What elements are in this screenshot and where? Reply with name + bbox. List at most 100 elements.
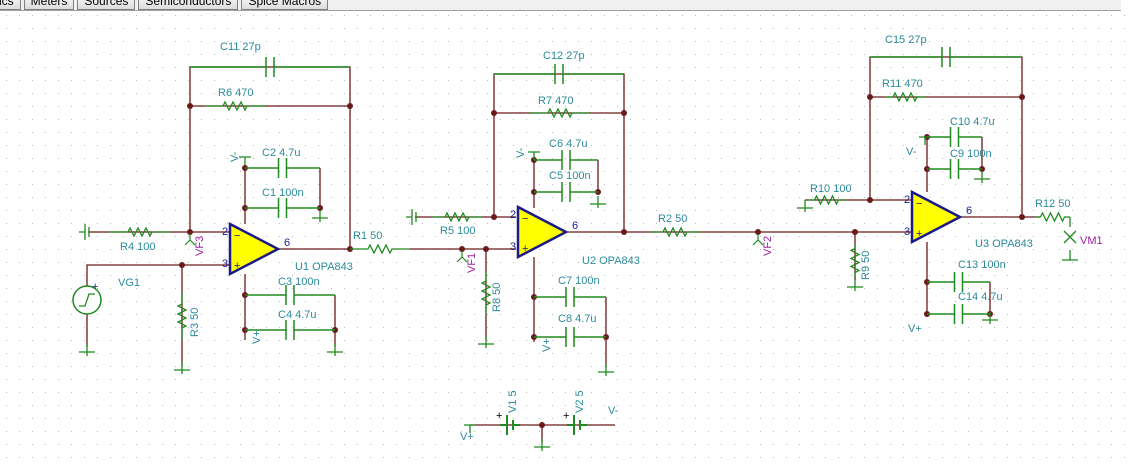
capacitor-c11[interactable] [190,57,350,77]
capacitor-symbol [190,57,350,77]
resistor-r8[interactable] [480,272,492,314]
component-label: R6 470 [218,87,253,99]
resistor-r1[interactable] [350,243,410,255]
capacitor-symbol [245,158,320,178]
capacitor-c8[interactable] [534,327,606,347]
pin-number: 2 [904,194,910,206]
tab-semiconductors[interactable]: Semiconductors [138,0,239,10]
tab-meters[interactable]: Meters [23,0,75,10]
ground-icon [174,362,190,374]
junction-node [1019,214,1025,220]
resistor-symbol [1035,211,1070,223]
component-label: R5 100 [440,225,475,237]
step-source-icon [79,293,95,307]
capacitor-symbol [534,182,598,202]
pin-number: 3 [904,226,910,238]
resistor-r12[interactable] [1035,211,1070,223]
ground-icon [327,344,343,356]
opamp-u2[interactable]: −+236 [510,204,578,260]
opamp-symbol [910,189,963,245]
capacitor-symbol [534,287,606,307]
net-label: V- [515,147,527,158]
component-label: C8 4.7u [558,313,597,325]
plus-sign: + [916,228,922,240]
component-label: C13 100n [958,259,1006,271]
capacitor-c3[interactable] [245,285,335,305]
voltmeter-vm1-icon[interactable] [1062,217,1078,261]
capacitor-c6[interactable] [534,150,598,170]
tab-sources[interactable]: Sources [77,0,136,10]
capacitor-c13[interactable] [927,272,990,292]
minus-sign: − [234,230,240,242]
voltage-probe-icon[interactable] [184,234,196,246]
resistor-symbol [650,226,700,238]
component-label: C14 4.7u [958,291,1003,303]
resistor-symbol [205,100,265,112]
voltage-probe-icon[interactable] [752,234,764,246]
capacitor-symbol [927,304,990,324]
ground-icon [982,312,998,324]
resistor-symbol [432,211,482,223]
plus-sign: + [563,410,569,422]
capacitor-c14[interactable] [927,304,990,324]
resistor-r10[interactable] [808,194,845,206]
voltage-probe-icon[interactable] [456,251,468,263]
resistor-r4[interactable] [110,226,170,238]
resistor-r11[interactable] [885,91,925,103]
capacitor-c4[interactable] [245,320,335,340]
net-label: V+ [541,338,553,352]
tab-spice-macros[interactable]: Spice Macros [241,0,329,10]
pin-number: 2 [510,209,516,221]
tab-basics[interactable]: ics [0,0,21,10]
pin-number: 3 [510,241,516,253]
battery-symbol [567,415,587,435]
net-label: V- [229,151,241,162]
junction-node [867,94,873,100]
component-label: R11 470 [882,78,923,90]
resistor-symbol [808,194,845,206]
pin-number: 6 [966,205,972,217]
ground-icon [79,344,95,356]
component-label: C12 27p [543,50,585,62]
plus-sign: + [522,243,528,255]
resistor-r9[interactable] [849,244,861,277]
net-label: V+ [251,330,263,344]
capacitor-c15[interactable] [870,47,1022,67]
resistor-symbol [480,272,492,314]
battery-v1[interactable]: + [496,410,520,435]
resistor-r6[interactable] [205,100,265,112]
supply-terminal [239,156,251,165]
battery-v2[interactable]: + [563,410,587,435]
capacitor-c10[interactable] [927,127,982,147]
capacitor-c7[interactable] [534,287,606,307]
component-label: C2 4.7u [262,147,301,159]
component-label: R1 50 [353,230,382,242]
component-label: C5 100n [549,170,591,182]
capacitor-c12[interactable] [494,64,624,84]
capacitor-symbol [245,198,320,218]
minus-sign: − [522,213,528,225]
resistor-r7[interactable] [530,107,590,119]
capacitor-c5[interactable] [534,182,598,202]
ground-icon [79,224,90,240]
opamp-symbol [516,204,569,260]
opamp-u3[interactable]: −+236 [904,189,972,245]
probe-label: VF3 [194,236,206,256]
ground-icon [974,171,990,183]
component-label: C7 100n [558,275,600,287]
capacitor-symbol [494,64,624,84]
component-label: C4 4.7u [278,309,317,321]
component-label: C6 4.7u [549,138,588,150]
resistor-r2[interactable] [650,226,700,238]
capacitor-c1[interactable] [245,198,320,218]
capacitor-symbol [245,320,335,340]
opamp-u1[interactable]: −+236 [222,221,290,277]
capacitor-c2[interactable] [245,158,320,178]
component-label: C1 100n [262,187,304,199]
resistor-r3[interactable] [176,292,188,340]
component-label: R12 50 [1035,198,1070,210]
capacitor-c9[interactable] [927,159,982,179]
resistor-r5[interactable] [432,211,482,223]
